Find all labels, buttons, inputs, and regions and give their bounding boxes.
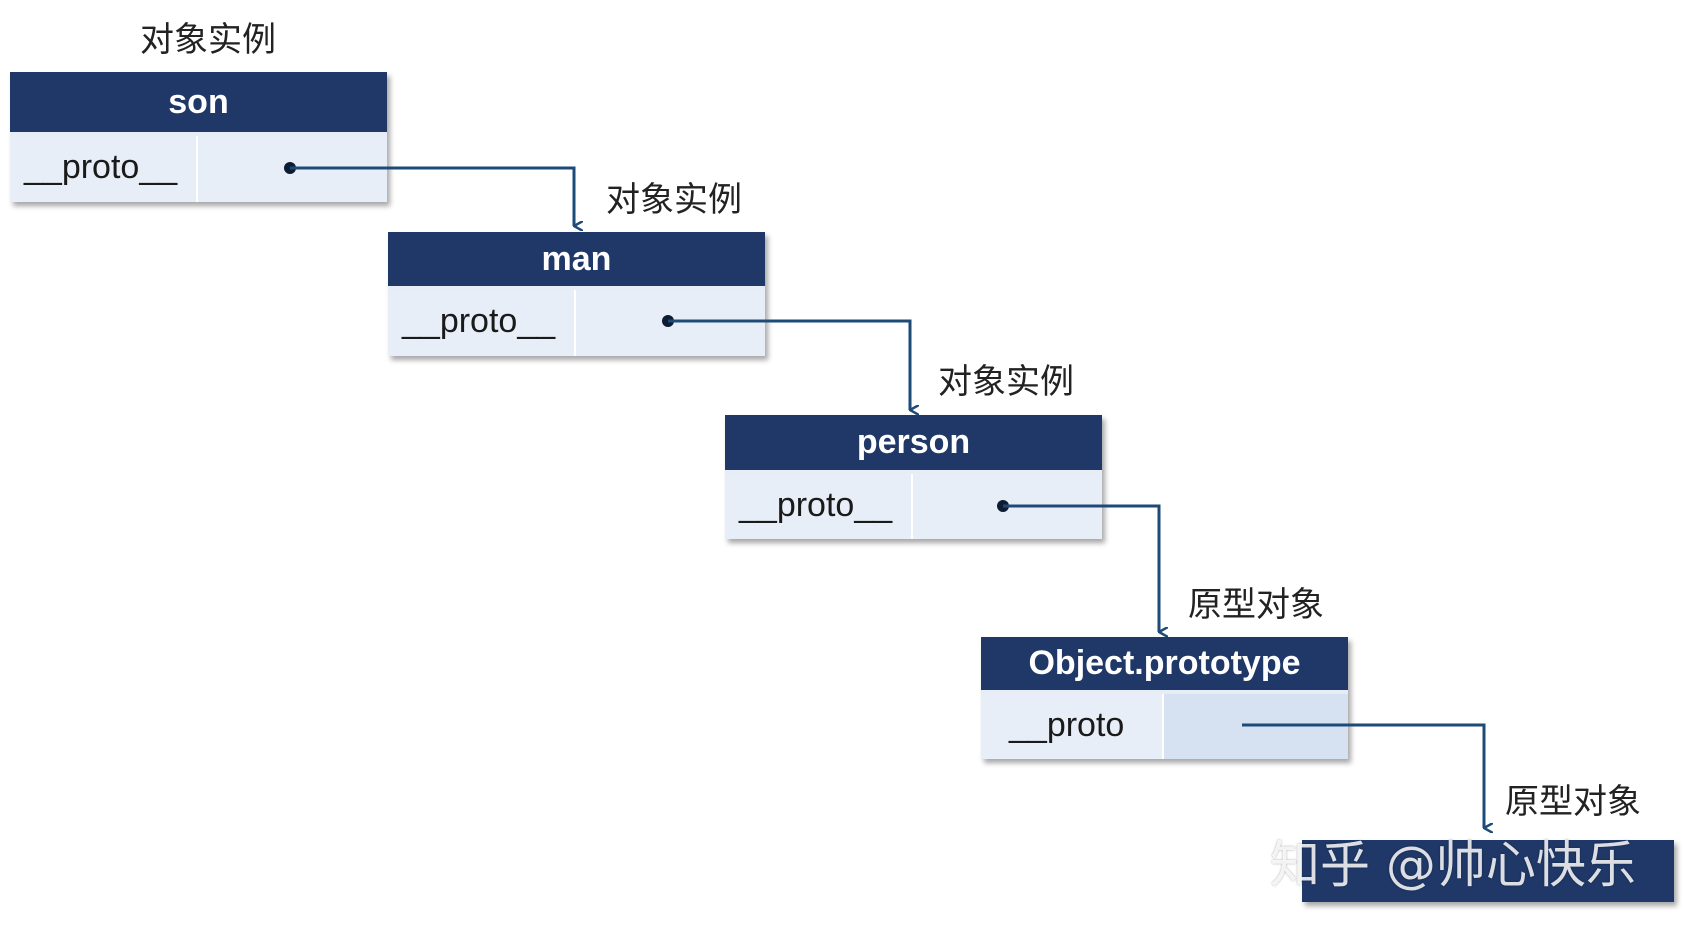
arrow-person-to-object-prototype (997, 500, 1159, 632)
proto-field-label: __proto__ (725, 474, 913, 539)
proto-field-text: __proto__ (739, 486, 893, 524)
null-box (1302, 840, 1674, 902)
arrow-son-to-man (284, 162, 574, 226)
proto-field-text: __proto__ (402, 302, 556, 340)
arrow-object-prototype-to-null (1242, 723, 1484, 828)
proto-field-label: __proto (981, 694, 1164, 759)
proto-field-text: __proto__ (24, 148, 178, 186)
object-header-man: man (388, 232, 765, 286)
proto-field-label: __proto__ (388, 290, 576, 356)
caption-person: 对象实例 (938, 362, 1074, 402)
object-box-object-prototype: Object.prototype __proto (981, 637, 1348, 759)
object-box-man: man __proto__ (388, 232, 765, 356)
caption-son: 对象实例 (140, 20, 276, 60)
proto-field-label: __proto__ (10, 136, 198, 202)
object-header-son: son (10, 72, 387, 132)
caption-man: 对象实例 (606, 180, 742, 220)
object-box-son: son __proto__ (10, 72, 387, 202)
arrow-man-to-person (662, 315, 910, 410)
watermark: 知乎 @帅心快乐 (1270, 836, 1636, 894)
object-header-object-prototype: Object.prototype (981, 637, 1348, 690)
object-box-person: person __proto__ (725, 415, 1102, 539)
object-header-person: person (725, 415, 1102, 470)
proto-field-text: __proto (1009, 706, 1125, 744)
caption-last: 原型对象 (1505, 782, 1641, 822)
caption-object-prototype: 原型对象 (1188, 585, 1324, 625)
